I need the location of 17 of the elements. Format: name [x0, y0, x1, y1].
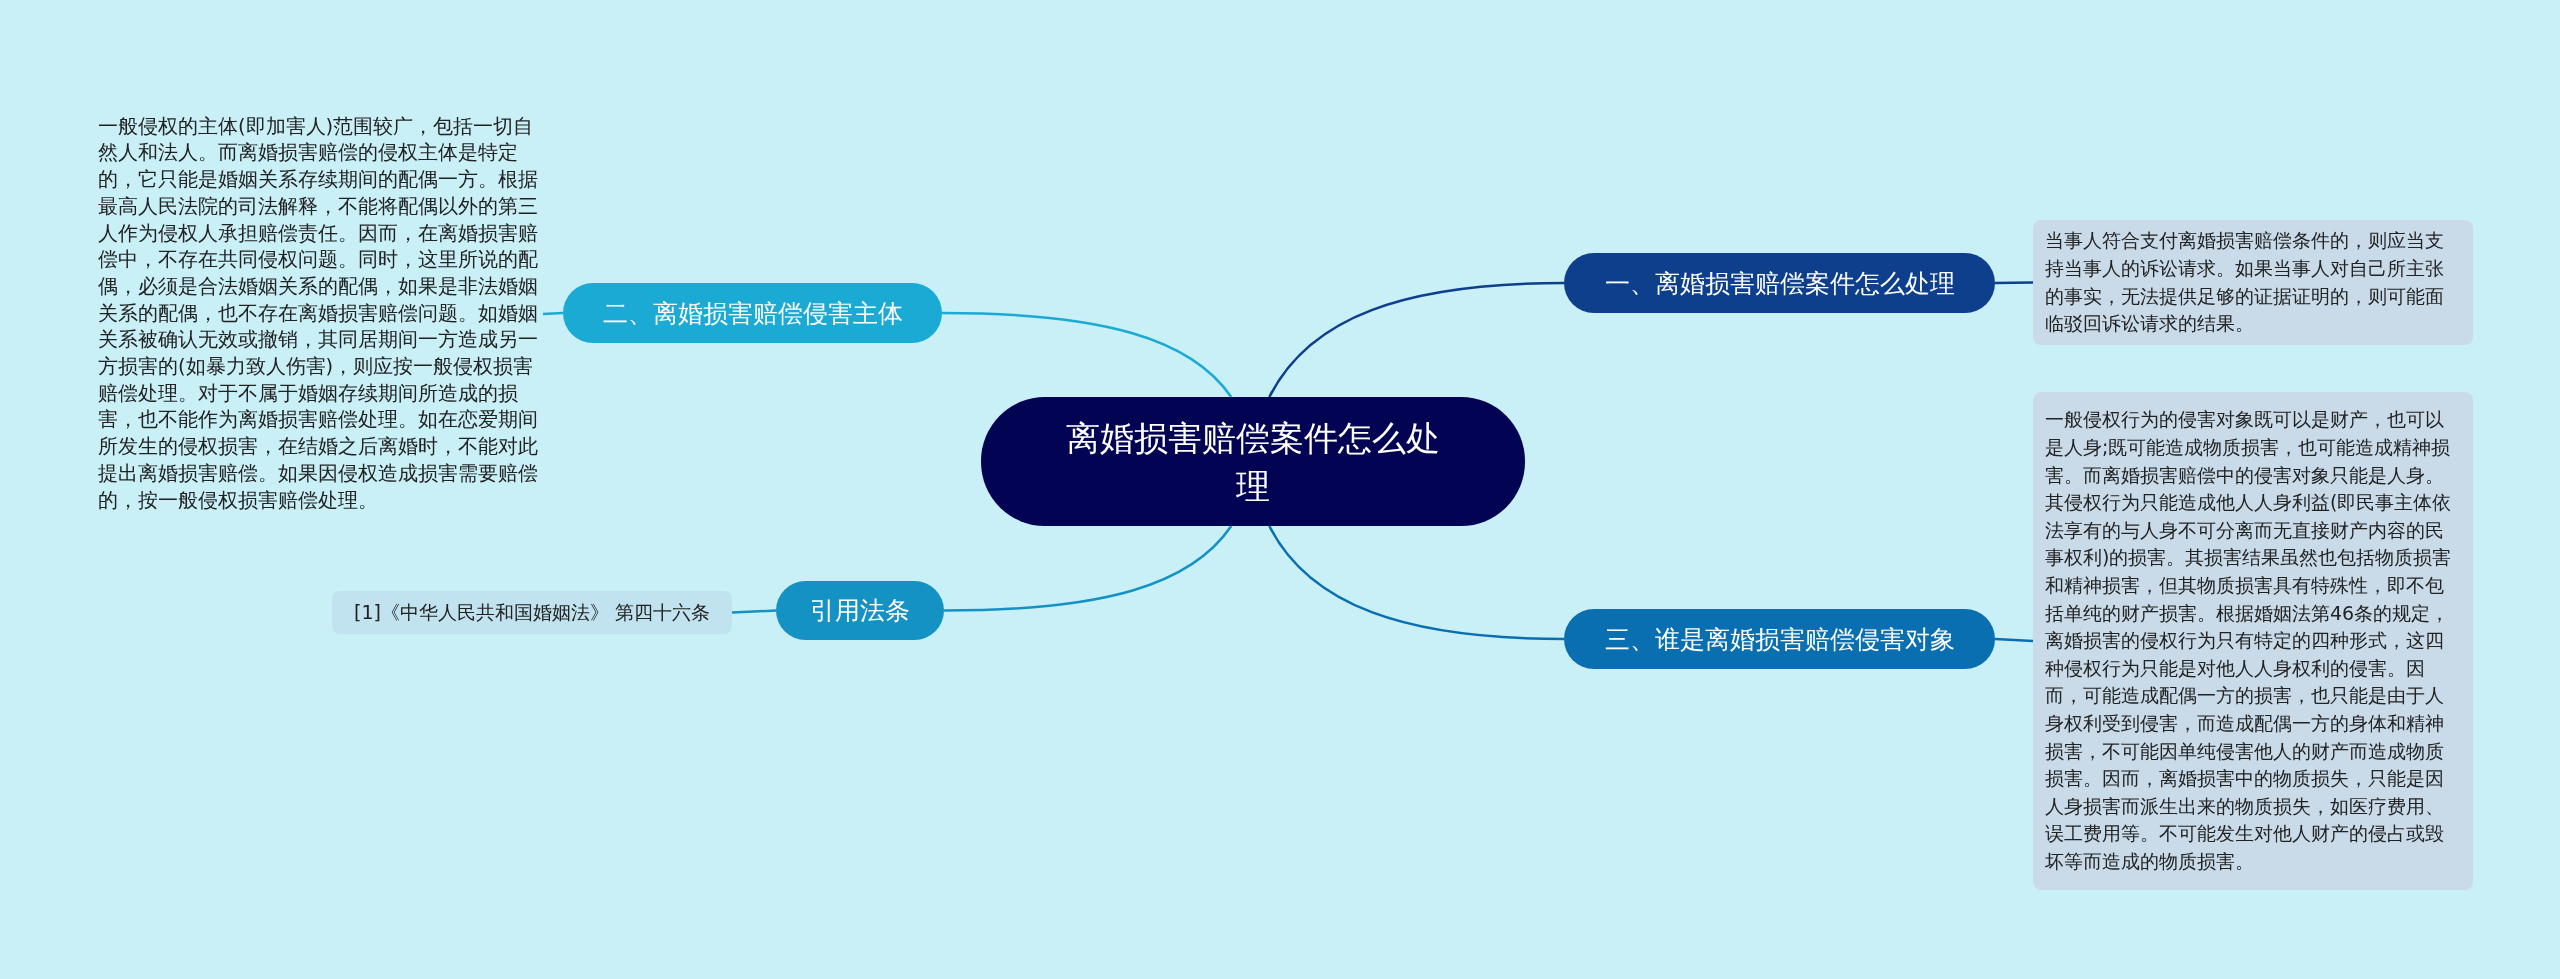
note-card: 一般侵权行为的侵害对象既可以是财产，也可以是人身;既可能造成物质损害，也可能造成精神损害。而离婚损害赔偿中的侵害对象只能是人身。其侵权行为只能造成他人人身利益(即民事主体依法享有的与人身不可分离而无直接财产内容的民事权利)的损害。其损害结果虽然也包括物质损害和精神损害，但其物质损害具有特殊性，即不包括单纯的财产损害。根据婚姻法第46条的规定，离婚损害的侵权行为只有特定的四种形式，这四种侵权行为只能是对他人人身权利的侵害。因而，可能造成配偶一方的损害，也只能是由于人身权利受到侵害，而造成配偶一方的身体和精神损害，不可能因单纯侵害他人的财产而造成物质损害。因而，离婚损害中的物质损失，只能是因人身损害而派生出来的物质损失，如医疗费用、误工费用等。不可能发生对他人财产的侵占或毁坏等而造成的物质损害。 [2033, 392, 2473, 890]
topic-pill: 一、离婚损害赔偿案件怎么处理 [1564, 253, 1995, 313]
connector-line [942, 311, 1233, 398]
note-card: 当事人符合支付离婚损害赔偿条件的，则应当支持当事人的诉讼请求。如果当事人对自己所主张的事实，无法提供足够的证据证明的，则可能面临驳回诉讼请求的结果。 [2033, 220, 2473, 345]
connector-line [542, 311, 564, 316]
connector-line [1268, 281, 1565, 398]
topic-pill: 三、谁是离婚损害赔偿侵害对象 [1564, 609, 1995, 669]
citation-card: [1]《中华人民共和国婚姻法》 第四十六条 [332, 591, 732, 634]
connector-line [944, 525, 1233, 612]
central-topic: 离婚损害赔偿案件怎么处理 [981, 397, 1525, 526]
connector-line [1268, 525, 1565, 641]
connector-line [1995, 281, 2033, 285]
connector-line [1994, 637, 2034, 643]
topic-pill: 二、离婚损害赔偿侵害主体 [563, 283, 942, 343]
topic-pill: 引用法条 [776, 581, 944, 640]
connector-line [731, 609, 777, 614]
paragraph: 一般侵权的主体(即加害人)范围较广，包括一切自然人和法人。而离婚损害赔偿的侵权主体是特定的，它只能是婚姻关系存续期间的配偶一方。根据最高人民法院的司法解释，不能将配偶以外的第三人作为侵权人承担赔偿责任。因而，在离婚损害赔偿中，不存在共同侵权问题。同时，这里所说的配偶，必须是合法婚姻关系的配偶，如果是非法婚姻关系的配偶，也不存在离婚损害赔偿问题。如婚姻关系被确认无效或撤销，其同居期间一方造成另一方损害的(如暴力致人伤害)，则应按一般侵权损害赔偿处理。对于不属于婚姻存续期间所造成的损害，也不能作为离婚损害赔偿处理。如在恋爱期间所发生的侵权损害，在结婚之后离婚时，不能对此提出离婚损害赔偿。如果因侵权造成损害需要赔偿的，按一般侵权损害赔偿处理。 [98, 113, 539, 514]
